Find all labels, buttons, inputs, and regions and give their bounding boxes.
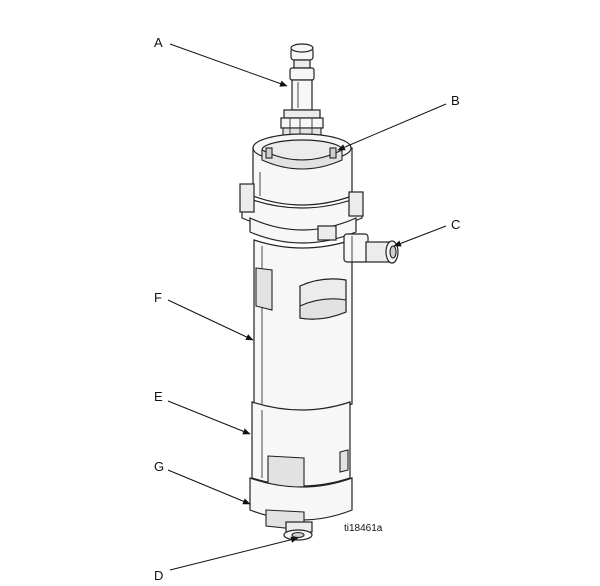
callout-a: A (154, 35, 163, 50)
callout-c: C (451, 217, 460, 232)
callout-g: G (154, 459, 164, 474)
rod-top (289, 43, 315, 111)
pump-illustration (239, 43, 399, 541)
outlet-fitting (343, 233, 399, 264)
leader-b (337, 103, 447, 151)
callout-f: F (154, 290, 162, 305)
lower-sleeve (251, 401, 351, 491)
figure-id: ti18461a (344, 523, 383, 534)
leader-c (393, 225, 447, 247)
collar (239, 183, 364, 244)
callout-labels: A B C D E F G (154, 35, 460, 583)
bottom-band (249, 477, 353, 533)
callout-e: E (154, 389, 163, 404)
packing-nut (252, 133, 353, 206)
callout-d: D (154, 568, 163, 583)
leader-d (169, 536, 299, 571)
cylinder (253, 239, 353, 413)
leader-g (167, 469, 251, 505)
leader-f (167, 299, 254, 341)
rod-nut (280, 109, 324, 137)
callout-b: B (451, 93, 460, 108)
leader-a (169, 43, 288, 87)
leader-lines (167, 43, 447, 571)
leader-e (167, 400, 251, 435)
